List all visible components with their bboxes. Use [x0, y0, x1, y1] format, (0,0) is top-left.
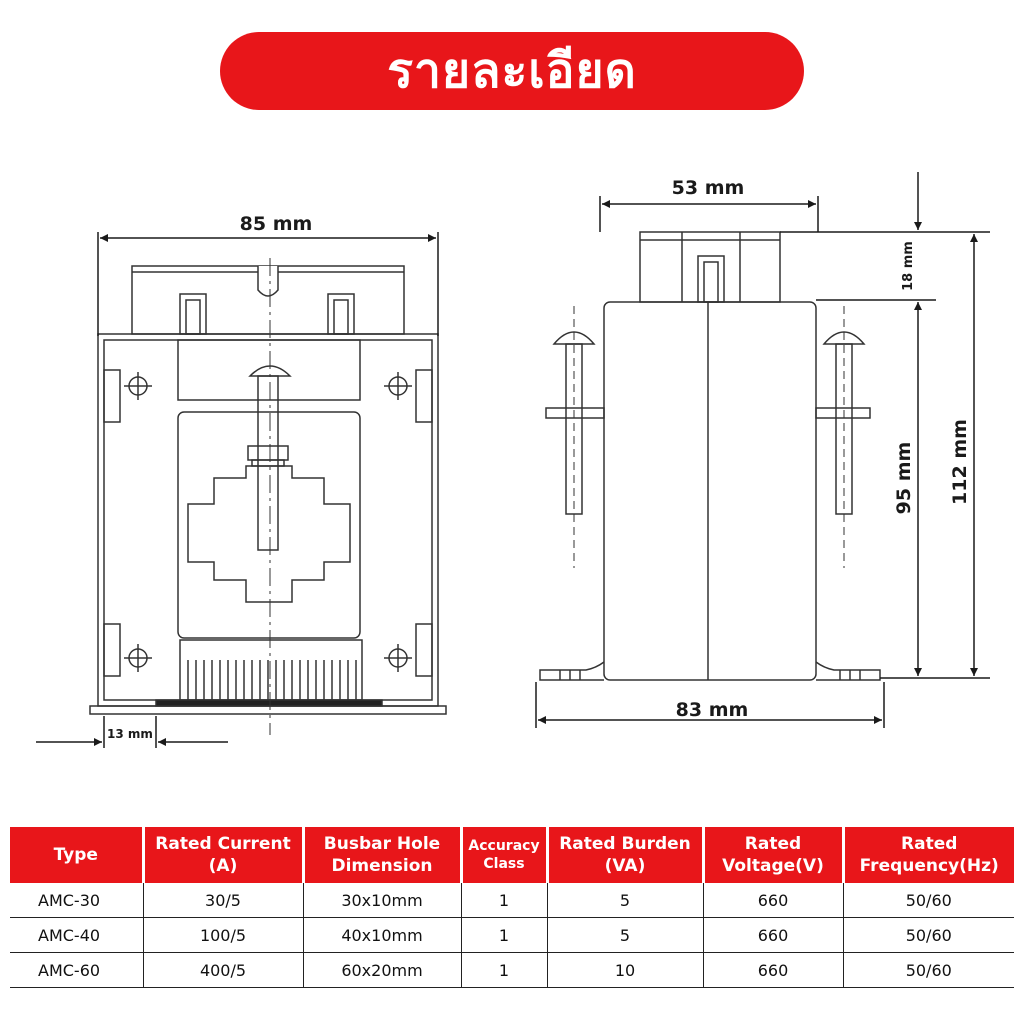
cell-type: AMC-40 — [10, 917, 143, 953]
label-hole-offset: 13 mm — [107, 727, 153, 741]
side-view — [539, 231, 881, 681]
front-base-plate — [89, 705, 447, 715]
label-front-width: 85 mm — [240, 213, 313, 235]
label-base-width: 83 mm — [676, 699, 749, 721]
side-body — [603, 301, 817, 681]
cell-current: 30/5 — [142, 883, 303, 918]
spec-table: Type Rated Current (A) Busbar Hole Dimen… — [10, 827, 1014, 988]
cell-accuracy: 1 — [460, 883, 547, 918]
header-rated-frequency: Rated Frequency(Hz) — [841, 827, 1014, 883]
banner-title: รายละเอียด — [387, 43, 637, 99]
table-row: AMC-60 400/5 60x20mm 1 10 660 50/60 — [10, 952, 1014, 988]
mounting-holes — [124, 372, 412, 672]
table-header-row: Type Rated Current (A) Busbar Hole Dimen… — [10, 827, 1014, 883]
header-busbar-hole: Busbar Hole Dimension — [301, 827, 461, 883]
cell-burden: 10 — [546, 952, 703, 988]
cell-frequency: 50/60 — [842, 883, 1014, 918]
cell-current: 400/5 — [142, 952, 303, 988]
cell-frequency: 50/60 — [842, 952, 1014, 988]
cell-accuracy: 1 — [460, 917, 547, 953]
side-foot-left — [539, 661, 605, 681]
cell-accuracy: 1 — [460, 952, 547, 988]
cell-current: 100/5 — [142, 917, 303, 953]
cell-busbar: 40x10mm — [302, 917, 461, 953]
header-rated-voltage: Rated Voltage(V) — [701, 827, 843, 883]
header-accuracy-class: Accuracy Class — [459, 827, 547, 883]
cell-voltage: 660 — [702, 952, 843, 988]
side-foot-right — [815, 661, 881, 681]
cell-burden: 5 — [546, 883, 703, 918]
front-nameplate — [179, 639, 363, 701]
cell-type: AMC-30 — [10, 883, 143, 918]
label-cap-height: 18 mm — [901, 241, 916, 291]
label-body-height: 95 mm — [893, 442, 915, 515]
header-type: Type — [10, 827, 143, 883]
cell-busbar: 30x10mm — [302, 883, 461, 918]
technical-drawing: 85 mm 13 mm — [36, 172, 990, 748]
cell-busbar: 60x20mm — [302, 952, 461, 988]
header-rated-current: Rated Current (A) — [141, 827, 303, 883]
side-top-cap — [639, 231, 781, 303]
cell-burden: 5 — [546, 917, 703, 953]
front-window-frame — [177, 411, 361, 639]
cell-type: AMC-60 — [10, 952, 143, 988]
cell-frequency: 50/60 — [842, 917, 1014, 953]
cell-voltage: 660 — [702, 883, 843, 918]
title-banner: รายละเอียด — [220, 32, 804, 110]
header-rated-burden: Rated Burden (VA) — [545, 827, 703, 883]
cell-voltage: 660 — [702, 917, 843, 953]
busbar-hole — [187, 465, 351, 603]
label-total-height: 112 mm — [949, 419, 971, 505]
label-top-depth: 53 mm — [672, 177, 745, 199]
front-view — [89, 258, 447, 735]
front-body — [97, 333, 439, 707]
table-row: AMC-40 100/5 40x10mm 1 5 660 50/60 — [10, 917, 1014, 953]
table-row: AMC-30 30/5 30x10mm 1 5 660 50/60 — [10, 883, 1014, 918]
